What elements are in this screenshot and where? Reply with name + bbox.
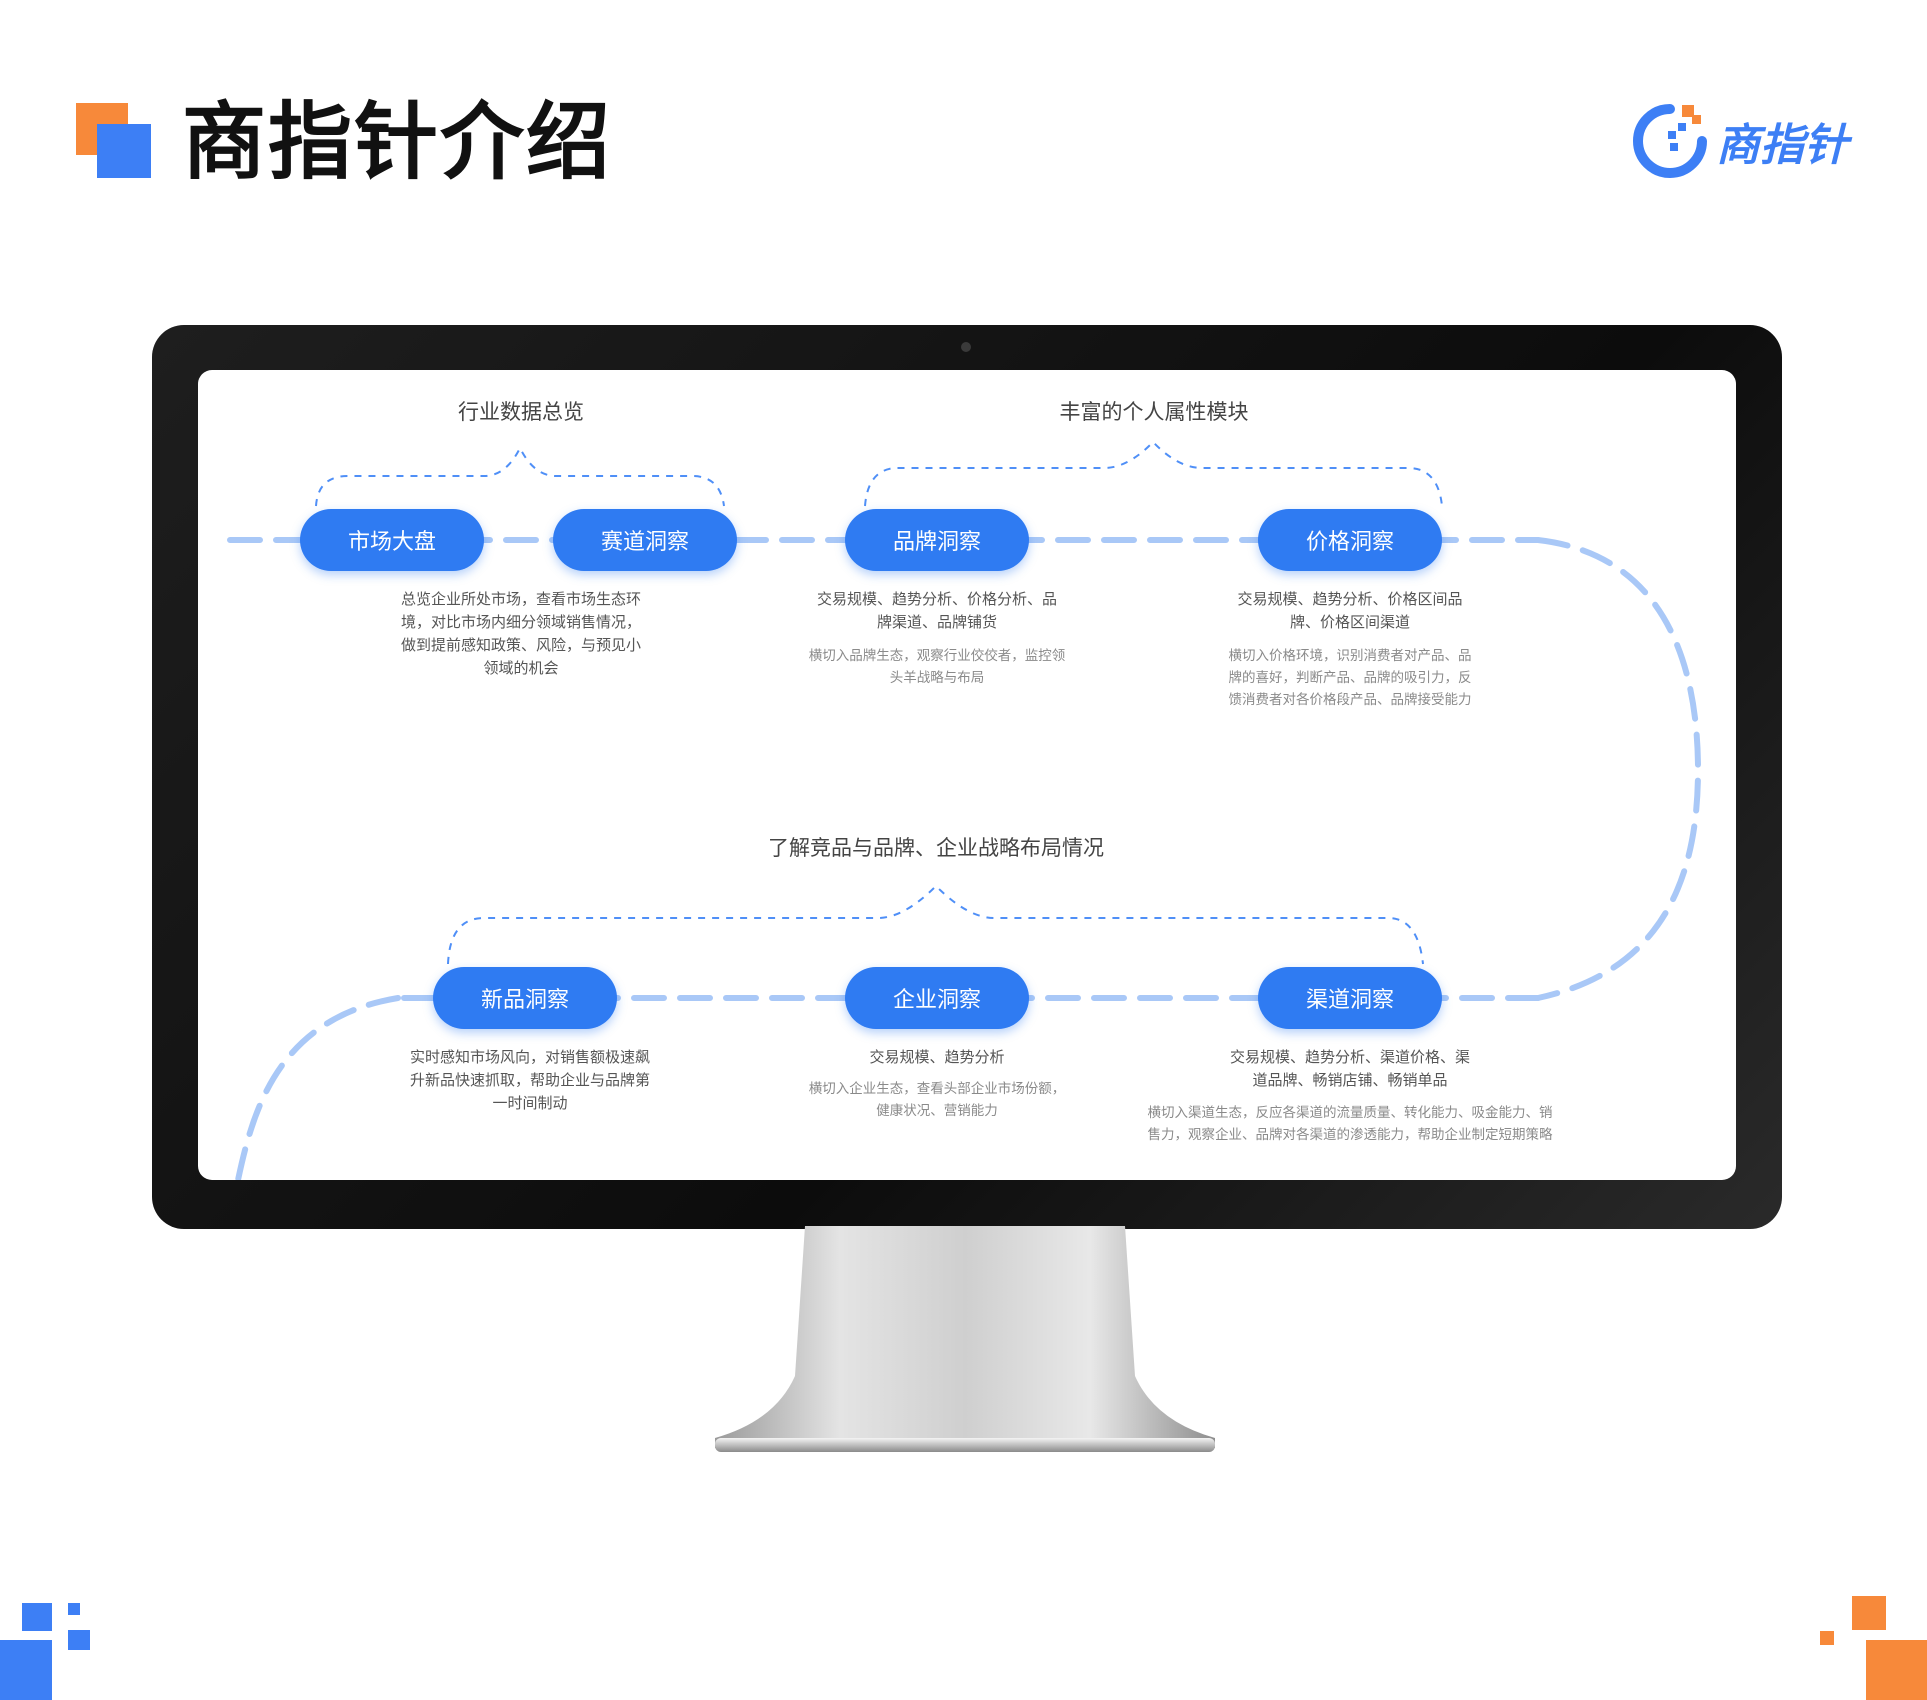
- desc-line: 交易规模、趋势分析、价格区间品: [1237, 590, 1463, 608]
- desc-line: 升新品快速抓取，帮助企业与品牌第: [409, 1071, 651, 1089]
- module-button-price[interactable]: 价格洞察: [1258, 509, 1442, 571]
- desc-line: 交易规模、趋势分析、渠道价格、渠: [1229, 1048, 1471, 1066]
- module-desc-new-product: 实时感知市场风向，对销售额极速飙 升新品快速抓取，帮助企业与品牌第 一时间制动: [410, 1046, 650, 1115]
- module-note-price: 横切入价格环境，识别消费者对产品、品 牌的喜好，判断产品、品牌的吸引力，反 馈消…: [1229, 645, 1472, 711]
- module-button-brand[interactable]: 品牌洞察: [845, 509, 1029, 571]
- desc-line: 牌渠道、品牌铺货: [876, 613, 998, 631]
- module-button-enterprise[interactable]: 企业洞察: [845, 967, 1029, 1029]
- note-line: 横切入价格环境，识别消费者对产品、品: [1228, 648, 1472, 664]
- module-desc-market: 总览企业所处市场，查看市场生态环 境，对比市场内细分领域销售情况， 做到提前感知…: [401, 588, 641, 680]
- desc-line: 一时间制动: [492, 1094, 568, 1112]
- note-line: 健康状况、营销能力: [876, 1103, 998, 1119]
- note-line: 售力，观察企业、品牌对各渠道的渗透能力，帮助企业制定短期策略: [1147, 1127, 1553, 1143]
- desc-line: 交易规模、趋势分析: [869, 1048, 1005, 1066]
- module-desc-channel: 交易规模、趋势分析、渠道价格、渠 道品牌、畅销店铺、畅销单品: [1230, 1046, 1470, 1092]
- desc-line: 领域的机会: [483, 659, 559, 677]
- note-line: 馈消费者对各价格段产品、品牌接受能力: [1228, 692, 1472, 708]
- section-caption-industry: 行业数据总览: [458, 400, 584, 424]
- note-line: 牌的喜好，判断产品、品牌的吸引力，反: [1228, 670, 1472, 686]
- module-desc-brand: 交易规模、趋势分析、价格分析、品 牌渠道、品牌铺货: [817, 588, 1057, 634]
- note-line: 横切入企业生态，查看头部企业市场份额，: [808, 1081, 1066, 1097]
- desc-line: 道品牌、畅销店铺、畅销单品: [1252, 1071, 1448, 1089]
- note-line: 横切入品牌生态，观察行业佼佼者，监控领: [808, 648, 1066, 664]
- section-caption-competitors: 了解竞品与品牌、企业战略布局情况: [768, 836, 1104, 860]
- brand-logo: 商指针: [1630, 96, 1870, 186]
- desc-line: 做到提前感知政策、风险，与预见小: [400, 636, 642, 654]
- module-note-enterprise: 横切入企业生态，查看头部企业市场份额， 健康状况、营销能力: [809, 1078, 1066, 1122]
- compass-logo-icon: [1633, 104, 1707, 178]
- module-button-market[interactable]: 市场大盘: [300, 509, 484, 571]
- brand-name: 商指针: [1716, 120, 1848, 171]
- module-desc-enterprise: 交易规模、趋势分析: [869, 1046, 1004, 1069]
- webcam-icon: [961, 342, 971, 352]
- page-title: 商指针介绍: [182, 93, 613, 191]
- desc-line: 牌、价格区间渠道: [1289, 613, 1411, 631]
- monitor-stand: [715, 1226, 1215, 1452]
- note-line: 横切入渠道生态，反应各渠道的流量质量、转化能力、吸金能力、销: [1147, 1105, 1553, 1121]
- section-caption-attributes: 丰富的个人属性模块: [1059, 400, 1249, 424]
- desc-line: 实时感知市场风向，对销售额极速飙: [409, 1048, 651, 1066]
- desc-line: 境，对比市场内细分领域销售情况，: [400, 613, 642, 631]
- module-note-brand: 横切入品牌生态，观察行业佼佼者，监控领 头羊战略与布局: [809, 645, 1066, 689]
- title-decoration-blue-square: [97, 124, 151, 178]
- note-line: 头羊战略与布局: [889, 670, 985, 686]
- module-note-channel: 横切入渠道生态，反应各渠道的流量质量、转化能力、吸金能力、销 售力，观察企业、品…: [1148, 1102, 1553, 1146]
- module-button-new-product[interactable]: 新品洞察: [433, 967, 617, 1029]
- module-button-track[interactable]: 赛道洞察: [553, 509, 737, 571]
- monitor-screen: 行业数据总览 丰富的个人属性模块 了解竞品与品牌、企业战略布局情况 市场大盘 赛…: [198, 370, 1736, 1180]
- module-desc-price: 交易规模、趋势分析、价格区间品 牌、价格区间渠道: [1237, 588, 1462, 634]
- desc-line: 交易规模、趋势分析、价格分析、品: [816, 590, 1058, 608]
- desc-line: 总览企业所处市场，查看市场生态环: [400, 590, 642, 608]
- module-button-channel[interactable]: 渠道洞察: [1258, 967, 1442, 1029]
